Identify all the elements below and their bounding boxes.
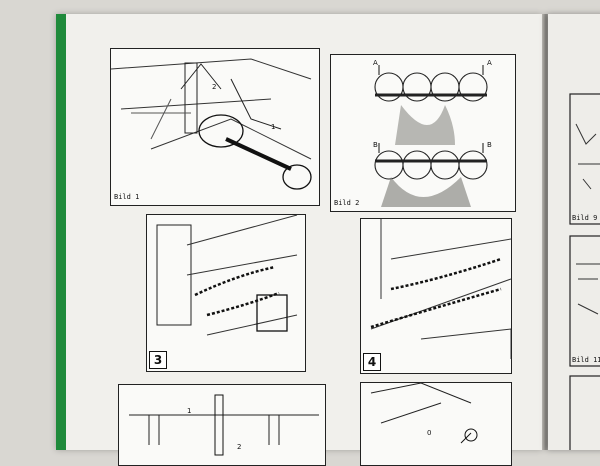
book-gutter [542, 14, 550, 450]
marker-a-left: A [373, 59, 378, 67]
right-page-drawings [569, 93, 600, 457]
bild-2-label: Bild 2 [334, 199, 360, 207]
marker-b-left: B [373, 141, 378, 149]
figure-5: 1 2 [118, 384, 326, 466]
rotor-tines-drawing [374, 65, 488, 207]
chain-link-left-drawing [156, 215, 298, 336]
binding-edge [56, 14, 66, 450]
callout-2: 2 [212, 83, 217, 91]
figure-number-3: 3 [149, 351, 167, 369]
bild-9-label: Bild 9 [572, 214, 598, 222]
figure-3: 3 [146, 214, 306, 372]
bild-1-label: Bild 1 [114, 193, 140, 201]
figure-bild-1: 2 1 Bild 1 [110, 48, 320, 206]
callout-2-fig5: 2 [237, 443, 242, 451]
mounting-brackets-drawing [129, 394, 319, 456]
figure-4: 4 [360, 218, 512, 374]
frame-corner-drawing [370, 383, 478, 444]
callout-0-fig6: 0 [427, 429, 432, 437]
bild-11-label: Bild 11 [572, 356, 600, 364]
chain-link-right-drawing [370, 219, 511, 359]
figure-number-4: 4 [363, 353, 381, 371]
figure-6: 0 [360, 382, 512, 466]
marker-b-right: B [487, 141, 492, 149]
callout-1: 1 [271, 123, 276, 131]
marker-a-right: A [487, 59, 492, 67]
figure-bild-2: A A B B Bild 2 [330, 54, 516, 212]
callout-1-fig5: 1 [187, 407, 192, 415]
right-page: Bild 9 Bild 11 [548, 14, 600, 457]
pto-shaft-drawing [111, 58, 312, 190]
